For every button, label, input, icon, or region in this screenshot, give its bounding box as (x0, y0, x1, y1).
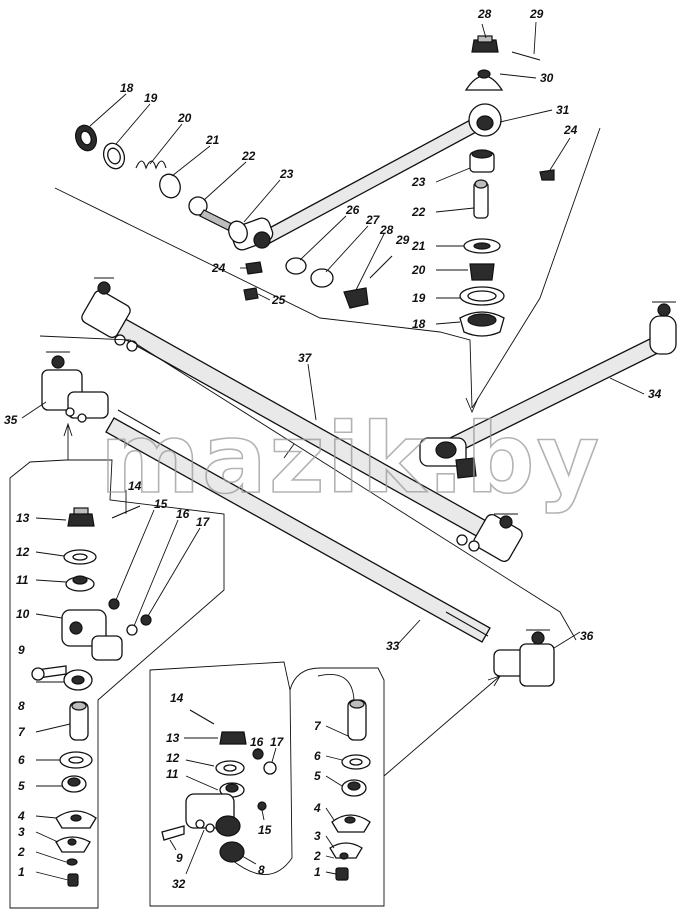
left-panel-outline (9, 459, 225, 909)
callout-b6: 6 (314, 749, 321, 763)
callout-27: 27 (365, 213, 381, 227)
callout-28b: 28 (379, 223, 394, 237)
callout-2: 2 (17, 845, 25, 859)
callout-31: 31 (556, 103, 570, 117)
callout-b9: 9 (176, 851, 183, 865)
callout-3: 3 (18, 825, 25, 839)
castle-nut-28 (471, 35, 499, 53)
callout-19: 19 (144, 91, 158, 105)
callout-18b: 18 (412, 317, 426, 331)
callout-34: 34 (648, 387, 662, 401)
bottom-panel-link (317, 674, 355, 701)
callout-b8: 8 (258, 863, 265, 877)
callout-8: 8 (18, 699, 25, 713)
callouts-middle: 37 34 35 36 33 (4, 351, 662, 653)
bottom-panel-parts (161, 699, 371, 881)
callout-25: 25 (271, 293, 286, 307)
arrow-mark (283, 443, 295, 459)
seat-21 (159, 173, 181, 199)
callout-16: 16 (176, 507, 190, 521)
tie-rod-33 (105, 409, 491, 643)
callout-b12: 12 (166, 751, 180, 765)
callout-b16: 16 (250, 735, 264, 749)
callout-b15: 15 (258, 823, 272, 837)
callout-12: 12 (16, 545, 30, 559)
callout-23b: 23 (411, 175, 426, 189)
liner-23 (228, 220, 248, 244)
tie-rod-end-36 (493, 629, 555, 687)
callout-29b: 29 (395, 233, 410, 247)
callout-b7: 7 (314, 719, 322, 733)
callout-b1: 1 (314, 865, 321, 879)
callout-29: 29 (529, 7, 544, 21)
callout-1: 1 (18, 865, 25, 879)
callout-4: 4 (17, 809, 25, 823)
callouts-top: 28 29 30 31 24 18 19 20 21 22 23 23 22 2… (120, 7, 578, 331)
callout-22: 22 (241, 149, 256, 163)
top-group-outline (54, 187, 473, 409)
drag-link-34 (419, 301, 677, 479)
callout-37: 37 (298, 351, 313, 365)
callout-5: 5 (18, 779, 25, 793)
callout-b11: 11 (166, 767, 179, 781)
ball-pin-22 (188, 196, 233, 231)
arrow-to-34 (465, 397, 479, 414)
cotter-pin-29 (511, 51, 541, 61)
top-group-outline-right (471, 127, 601, 409)
callout-23: 23 (279, 167, 294, 181)
callout-20: 20 (177, 111, 192, 125)
left-panel-parts (31, 505, 152, 887)
callout-20b: 20 (411, 263, 426, 277)
nut-25 (243, 287, 259, 301)
callout-b17: 17 (270, 735, 285, 749)
callout-21: 21 (205, 133, 220, 147)
callout-b13: 13 (166, 731, 180, 745)
callouts-left-panel: 13 14 15 16 17 12 11 10 9 8 7 6 5 4 3 2 … (16, 479, 211, 879)
callout-b4: 4 (313, 801, 321, 815)
drag-link-rod (230, 103, 502, 251)
callouts-bottom-panel: 14 13 16 17 12 11 15 9 32 8 7 6 5 4 3 2 … (166, 691, 322, 891)
right-stack (459, 149, 505, 337)
washer-27 (310, 268, 334, 288)
bottom-panel-outline (149, 661, 385, 907)
spring-20 (135, 160, 167, 170)
watermark-text: mazik.by (100, 403, 601, 515)
castle-nut-28b (343, 287, 369, 309)
callout-17: 17 (196, 515, 211, 529)
callout-9: 9 (18, 643, 25, 657)
callout-6: 6 (18, 753, 25, 767)
callout-21b: 21 (411, 239, 426, 253)
nut-24a (539, 169, 555, 181)
callout-18: 18 (120, 81, 134, 95)
callout-b2: 2 (313, 849, 321, 863)
callout-b5: 5 (314, 769, 321, 783)
callout-35: 35 (4, 413, 18, 427)
callout-b3: 3 (314, 829, 321, 843)
nut-24 (245, 261, 263, 275)
tie-rod-end-35 (41, 351, 109, 423)
callout-22b: 22 (411, 205, 426, 219)
callout-26: 26 (345, 203, 360, 217)
callout-24: 24 (563, 123, 578, 137)
washer-26 (285, 257, 307, 275)
callout-7: 7 (18, 725, 26, 739)
callout-14: 14 (128, 479, 142, 493)
callout-11: 11 (16, 573, 29, 587)
callout-13: 13 (16, 511, 30, 525)
callout-30: 30 (540, 71, 554, 85)
callout-36: 36 (580, 629, 594, 643)
callout-19b: 19 (412, 291, 426, 305)
callout-b32: 32 (172, 877, 186, 891)
callout-b14: 14 (170, 691, 184, 705)
callout-33: 33 (386, 639, 400, 653)
callout-28: 28 (477, 7, 492, 21)
callout-15: 15 (154, 497, 168, 511)
cotter-pin-29b (369, 255, 393, 279)
tie-rod-37 (81, 277, 523, 563)
callout-24b: 24 (211, 261, 226, 275)
callout-10: 10 (16, 607, 30, 621)
